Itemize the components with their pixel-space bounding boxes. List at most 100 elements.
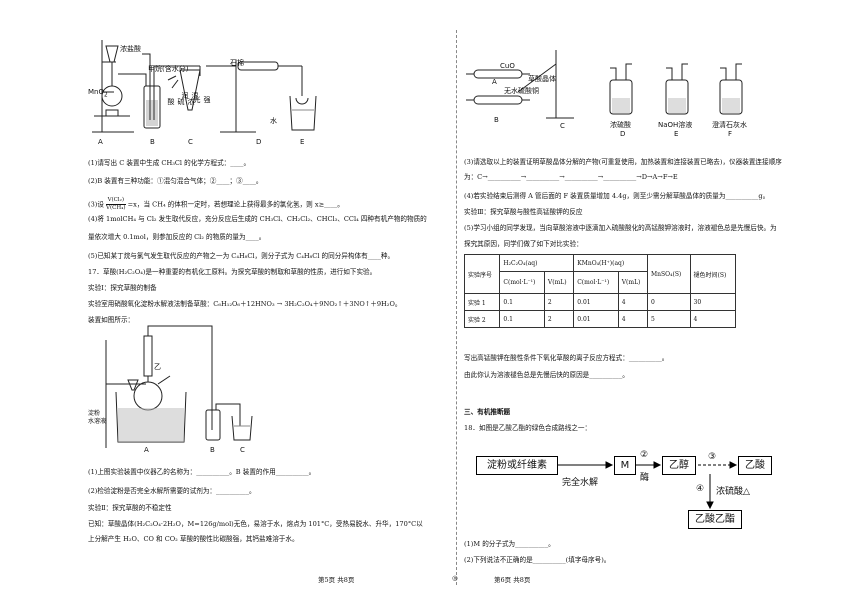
label-cotton: 石棉 xyxy=(230,59,244,67)
label-crystal: 草酸晶体 xyxy=(528,75,556,83)
label-mno2: MnO2 xyxy=(88,88,108,99)
route-step1: 完全水解 xyxy=(562,478,599,488)
cell: 4 xyxy=(617,310,649,328)
cell: 0.01 xyxy=(573,293,619,311)
th-v2: V(mL) xyxy=(617,271,649,294)
label-fig3-D: D xyxy=(620,130,626,138)
exp2-desc-a: 已知：草酸晶体(H₂C₂O₄·2H₂O，M=126g/mol)无色，易溶于水，熔… xyxy=(88,520,423,528)
cell: 实验 2 xyxy=(463,310,501,328)
experiment-table: 实验序号 H₂C₂O₄(aq) KMnO₄(H⁺)(aq) MnSO₄(S) 褪… xyxy=(463,254,737,328)
label-f-name: 澄清石灰水 xyxy=(712,121,747,129)
label-fig2-A: A xyxy=(144,446,149,454)
q3-b: 为：C→__________→__________→__________→___… xyxy=(464,173,678,181)
q16-4a: (4)将 1molCH₄ 与 Cl₂ 发生取代反应，充分反应后生成的 CH₃Cl… xyxy=(88,215,427,223)
route-M-box: M xyxy=(614,456,636,475)
cell: 0 xyxy=(647,293,691,311)
q17-stem: 17．草酸(H₂C₂O₄)是一种重要的有机化工原料。为探究草酸的制取和草酸的性质… xyxy=(88,268,377,276)
cell: 5 xyxy=(647,310,691,328)
q17-2: (2)检验淀粉是否完全水解所需要的试剂为：__________。 xyxy=(88,487,256,495)
q4: (4)若实验结束后测得 A 管后面的 F 装置质量增加 4.4g，则至少需分解草… xyxy=(464,192,770,200)
route-arrows xyxy=(558,461,738,510)
route-n2: ② xyxy=(640,450,649,460)
label-starch1: 淀粉 xyxy=(88,410,101,417)
label-fig3-B: B xyxy=(494,116,499,124)
cell: 0.1 xyxy=(499,293,545,311)
route-conc: 浓硫酸△ xyxy=(716,487,750,497)
table-row: 实验 1 0.1 2 0.01 4 0 30 xyxy=(463,293,737,311)
label-anhydrous: 无水硫酸铜 xyxy=(504,87,539,95)
th-time: 褪色时间(S) xyxy=(689,254,737,294)
route-n3: ③ xyxy=(708,452,717,462)
fig2-intro: 装置如图所示： xyxy=(88,316,135,324)
label-light: 强光 xyxy=(193,96,211,103)
q18-stem: 18．如图是乙酸乙酯的绿色合成路线之一： xyxy=(464,424,592,432)
column-divider xyxy=(456,30,457,585)
label-e-name: NaOH溶液 xyxy=(658,121,693,129)
q16-1: (1)请写出 C 装置中生成 CH₃Cl 的化学方程式：____。 xyxy=(88,159,251,167)
q16-4b: 量依次增大 0.1mol，则参加反应的 Cl₂ 的物质的量为____。 xyxy=(88,233,266,241)
q18-1: (1)M 的分子式为__________。 xyxy=(464,540,555,548)
q5-a: (5)学习小组的同学发现，当向草酸溶液中逐滴加入硫酸酸化的高锰酸钾溶液时，溶液褪… xyxy=(464,224,777,232)
apparatus-figure-3 xyxy=(466,50,743,119)
q5-c: 写出高锰酸钾在酸性条件下氧化草酸的离子反应方程式：__________。 xyxy=(464,354,669,362)
label-fig3-A: A xyxy=(492,78,497,86)
q17-1: (1)上图实验装置中仪器乙的名称为：__________。B 装置的作用____… xyxy=(88,468,316,476)
label-D: D xyxy=(256,138,262,146)
th-mnso4: MnSO₄(S) xyxy=(647,254,691,294)
route-n4: ④ xyxy=(696,484,705,494)
label-fig3-F: F xyxy=(728,130,733,138)
exp3-title: 实验Ⅲ：探究草酸与酸性高锰酸钾的反应 xyxy=(464,208,583,216)
cell: 4 xyxy=(689,310,737,328)
exp1-title: 实验Ⅰ：探究草酸的制备 xyxy=(88,284,157,292)
th-v1: V(mL) xyxy=(543,271,575,294)
label-fig2-B: B xyxy=(210,446,215,454)
binding-mark: ◎ xyxy=(452,574,458,582)
label-yi: 乙 xyxy=(154,363,161,371)
route-ethanol-box: 乙醇 xyxy=(662,456,696,475)
label-B: B xyxy=(150,138,155,146)
q16-2: (2)B 装置有三种功能：①混匀混合气体；②____；③____。 xyxy=(88,177,263,185)
footer-left: 第5页 共8页 xyxy=(318,576,355,584)
q16-3: (3)设 V(Cl₂) V(CH₄) =x，当 CH₄ 的体积一定时，若想理论上… xyxy=(88,197,344,211)
th-exp: 实验序号 xyxy=(463,254,501,294)
cell: 0.01 xyxy=(573,310,619,328)
label-wet: 湿润 xyxy=(181,92,199,99)
cell: 2 xyxy=(543,310,575,328)
label-C: C xyxy=(188,138,193,146)
cell: 2 xyxy=(543,293,575,311)
q16-5: (5)已知某丁烷与氯气发生取代反应的产物之一为 C₄H₈Cl，则分子式为 C₄H… xyxy=(88,252,395,260)
label-fig3-E: E xyxy=(674,130,679,138)
label-A: A xyxy=(98,138,103,146)
th-kmno4: KMnO₄(H⁺)(aq) xyxy=(573,254,649,272)
label-methane: 甲烷(含水分) xyxy=(148,65,189,73)
label-cuo: CuO xyxy=(500,62,515,70)
label-fig2-C: C xyxy=(240,446,245,454)
route-start-box: 淀粉或纤维素 xyxy=(476,456,558,475)
label-starch2: 水溶液 xyxy=(88,418,107,425)
cell: 30 xyxy=(689,293,737,311)
th-c2: C(mol·L⁻¹) xyxy=(573,271,619,294)
q5-d: 由此你认为溶液褪色总是先慢后快的原因是__________。 xyxy=(464,371,629,379)
label-conc-h2so4: 浓硫酸 xyxy=(167,98,195,105)
q3-a: (3)请选取以上的装置证明草酸晶体分解的产物(可重复使用，加热装置和连接装置已略… xyxy=(464,158,782,166)
route-acid-box: 乙酸 xyxy=(738,456,772,475)
exp2-desc-b: 上分解产生 H₂O、CO 和 CO₂ 草酸的酸性比碳酸强，其钙盐难溶于水。 xyxy=(88,535,299,543)
apparatus-figure-1 xyxy=(92,40,317,133)
th-oxalic: H₂C₂O₄(aq) xyxy=(499,254,575,272)
route-ester-box: 乙酸乙酯 xyxy=(688,510,742,529)
label-fig3-C: C xyxy=(560,122,565,130)
footer-right: 第6页 共8页 xyxy=(494,576,531,584)
q5-b: 探究其原因，同学们做了如下对比实验： xyxy=(464,240,583,248)
cell: 4 xyxy=(617,293,649,311)
label-conc-hcl: 浓盐酸 xyxy=(120,45,141,53)
table-row: 实验 2 0.1 2 0.01 4 5 4 xyxy=(463,310,737,328)
label-E: E xyxy=(300,138,305,146)
q18-2: (2)下列说法不正确的是__________(填字母序号)。 xyxy=(464,556,611,564)
exp1-desc: 实验室用硝酸氧化淀粉水解液法制备草酸：C₆H₁₂O₆＋12HNO₃ → 3H₂C… xyxy=(88,300,402,308)
apparatus-figure-2 xyxy=(105,325,253,448)
label-water: 水 xyxy=(270,117,277,125)
th-c1: C(mol·L⁻¹) xyxy=(499,271,545,294)
cell: 0.1 xyxy=(499,310,545,328)
section-3-title: 三、有机推断题 xyxy=(464,408,511,416)
